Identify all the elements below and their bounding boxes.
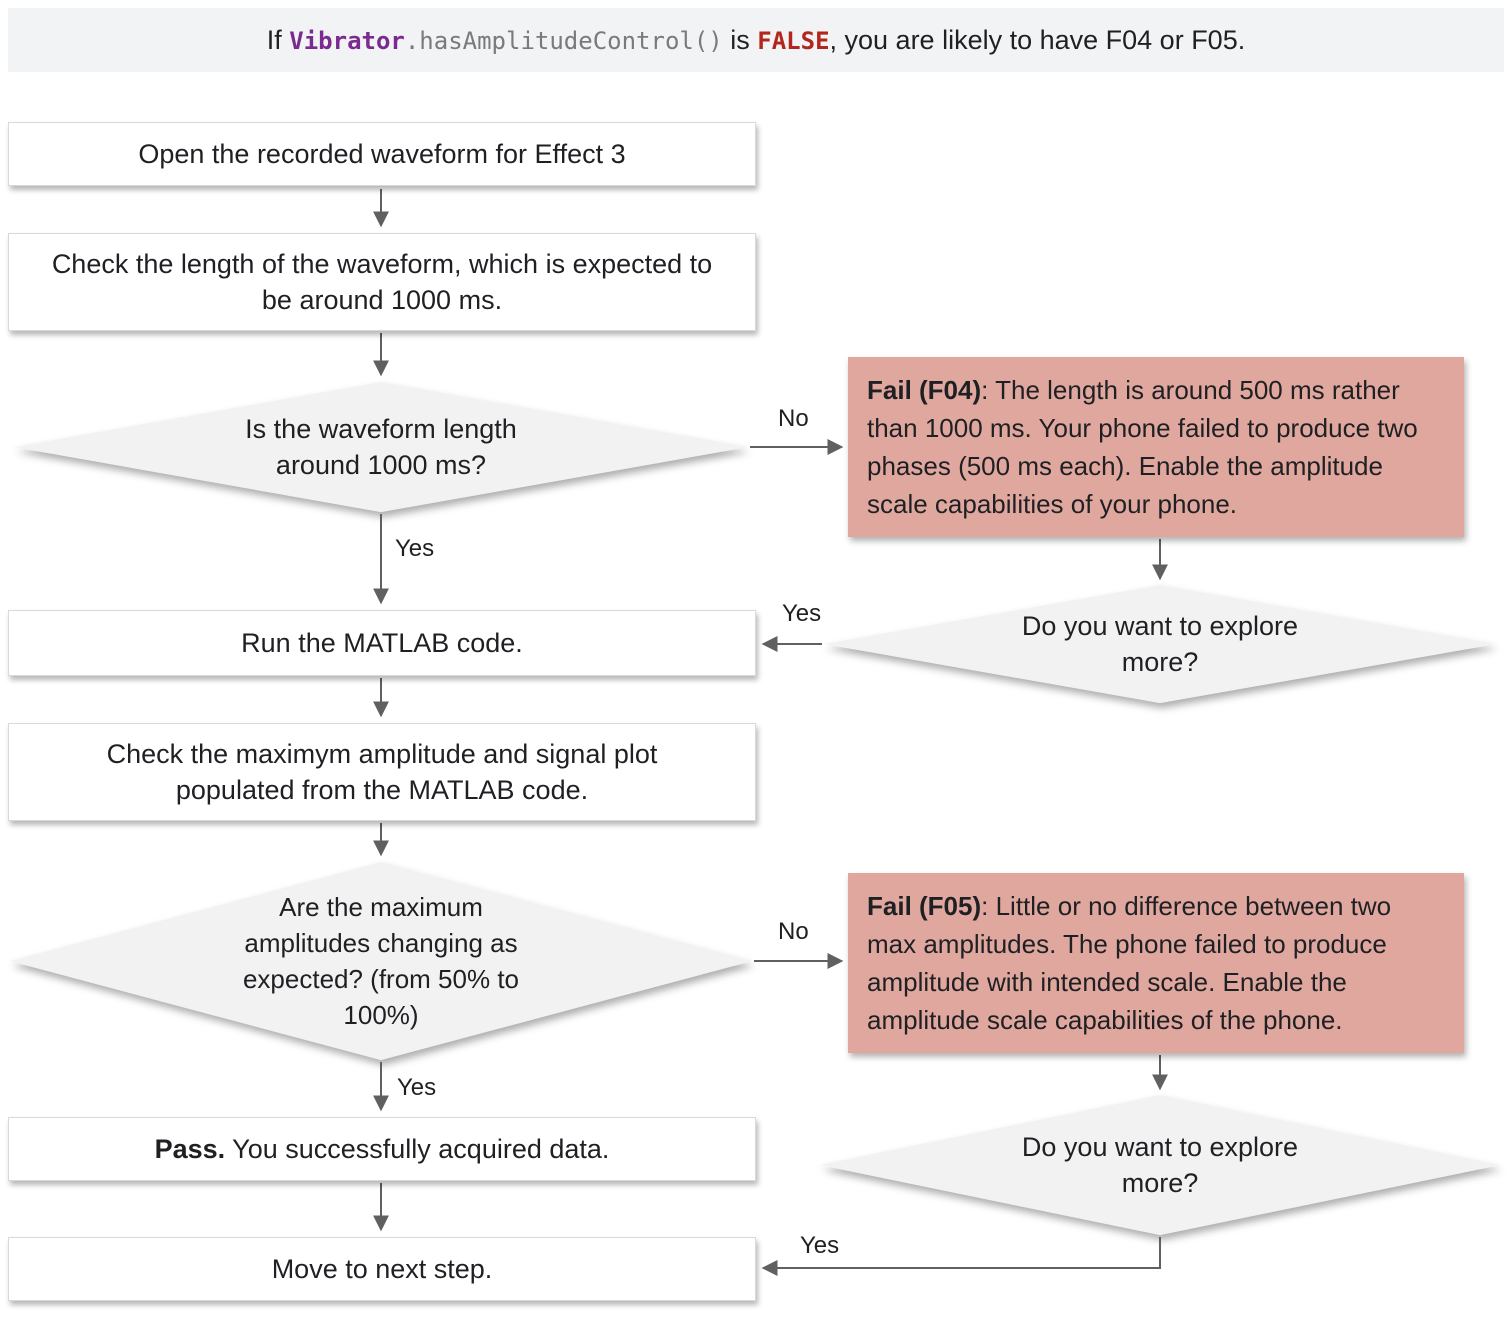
node-fail-f05-rest: : Little or no difference between two ma… — [867, 891, 1392, 1035]
node-check-length-label: Check the length of the waveform, which … — [51, 249, 713, 315]
decision-explore-more-2-label: Do you want to explore more? — [990, 1115, 1330, 1215]
node-fail-f04-bold: Fail (F04) — [867, 375, 982, 405]
node-pass: Pass. You successfully acquired data. — [8, 1117, 756, 1181]
decision-amplitudes-diamond — [10, 862, 752, 1060]
node-check-amplitude-label: Check the maximym amplitude and signal p… — [106, 739, 658, 805]
node-check-length: Check the length of the waveform, which … — [8, 233, 756, 331]
banner: If Vibrator.hasAmplitudeControl() is FAL… — [8, 8, 1504, 72]
banner-suffix: , you are likely to have F04 or F05. — [829, 24, 1246, 55]
decision-explore-more-1-label: Do you want to explore more? — [990, 594, 1330, 694]
node-pass-label: Pass. You successfully acquired data. — [155, 1131, 610, 1167]
edge-label-yes-1: Yes — [395, 535, 435, 562]
node-pass-bold: Pass. — [154, 1134, 226, 1164]
node-fail-f05-bold: Fail (F05) — [867, 891, 982, 921]
decision-explore-more-1-text: Do you want to explore more? — [1021, 611, 1299, 677]
banner-code-class: Vibrator — [289, 26, 405, 55]
banner-code-method: .hasAmplitudeControl() — [404, 26, 723, 55]
decision-amplitudes-label: Are the maximum amplitudes changing as e… — [211, 871, 551, 1051]
banner-middle: is — [722, 24, 758, 55]
edge-label-yes-2: Yes — [397, 1074, 437, 1101]
node-pass-rest: You successfully acquired data. — [225, 1134, 610, 1164]
decision-explore-more-1-diamond — [824, 585, 1496, 703]
decision-waveform-length-label: Is the waveform length around 1000 ms? — [181, 397, 581, 497]
node-fail-f04-rest: : The length is around 500 ms rather tha… — [867, 375, 1418, 519]
decision-explore-more-2-text: Do you want to explore more? — [1021, 1132, 1299, 1198]
node-fail-f05-label: Fail (F05): Little or no difference betw… — [867, 887, 1445, 1039]
edge-label-explore-yes-1: Yes — [782, 600, 822, 627]
node-move-next-step-label: Move to next step. — [271, 1254, 493, 1284]
arrow-explore2-yes-step5 — [761, 1237, 1161, 1276]
decision-amplitudes-text: Are the maximum amplitudes changing as e… — [242, 892, 520, 1030]
node-move-next-step: Move to next step. — [8, 1237, 756, 1301]
banner-code-false: FALSE — [757, 26, 830, 55]
node-run-matlab: Run the MATLAB code. — [8, 610, 756, 676]
banner-text: If Vibrator.hasAmplitudeControl() is FAL… — [267, 25, 1245, 56]
edge-label-no-2: No — [778, 918, 809, 945]
node-fail-f04: Fail (F04): The length is around 500 ms … — [848, 357, 1464, 537]
edge-label-explore-yes-2: Yes — [800, 1232, 840, 1259]
node-run-matlab-label: Run the MATLAB code. — [241, 628, 523, 658]
edge-label-no-1: No — [778, 405, 809, 432]
node-fail-f04-label: Fail (F04): The length is around 500 ms … — [867, 371, 1445, 523]
node-open-waveform: Open the recorded waveform for Effect 3 — [8, 122, 756, 186]
node-fail-f05: Fail (F05): Little or no difference betw… — [848, 873, 1464, 1053]
decision-waveform-length-diamond — [14, 382, 748, 512]
node-open-waveform-label: Open the recorded waveform for Effect 3 — [138, 139, 626, 169]
banner-prefix: If — [266, 24, 290, 55]
decision-waveform-length-text: Is the waveform length around 1000 ms? — [245, 414, 517, 480]
decision-explore-more-2-diamond — [820, 1095, 1500, 1235]
node-check-amplitude: Check the maximym amplitude and signal p… — [8, 723, 756, 821]
